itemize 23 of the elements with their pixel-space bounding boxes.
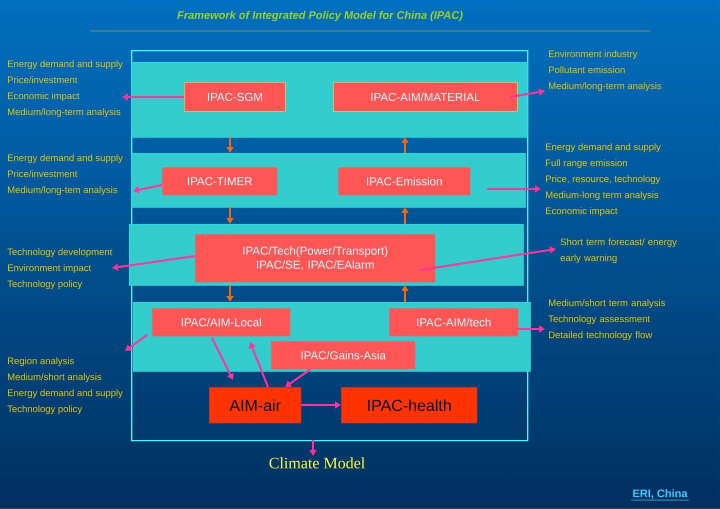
model-box: AIM-air [209,387,302,424]
model-box: IPAC/AIM-Local [152,308,290,336]
note-text: Energy demand and supply Price/investment Medium/long-tem analysis [8,154,123,196]
note-text: Technology development Environment impact Technology policy [7,248,112,290]
model-box: IPAC-Emission [338,167,470,196]
arrow [285,368,312,387]
model-box: IPAC/Gains-Asia [271,341,416,370]
model-box: IPAC-SGM [184,82,286,112]
credit-text: ERI, China [631,489,689,500]
model-box: IPAC-AIM/tech [389,308,518,336]
note-text: Short term forecast/ energy early warning [560,238,677,264]
note-text: Energy demand and supply Full range emission Price, resource, technology Medium-long term analysis Economic impact [546,143,661,216]
note-text: Medium/short term analysis Technology assessment Detailed technology flow [548,299,666,340]
model-box: IPAC/Tech(Power/Transport) IPAC/SE, IPAC/EAlarm [195,234,436,282]
model-box: IPAC-TIMER [162,167,278,196]
note-text: Energy demand and supply Price/investment Economic impact Medium/long-term analysis [8,60,123,118]
note-text: Region analysis Medium/short analysis Energy demand and supply Technology policy [7,357,123,414]
note-text: Environment industry Pollutant emission Medium/long-term analysis [549,50,662,92]
model-box: IPAC-health [341,387,478,424]
arrow [125,334,148,351]
output-text: Climate Model [269,457,365,468]
model-box: IPAC-AIM/MATERIAL [333,82,518,112]
title: Framework of Integrated Policy Model for China (IPAC) [177,10,463,22]
